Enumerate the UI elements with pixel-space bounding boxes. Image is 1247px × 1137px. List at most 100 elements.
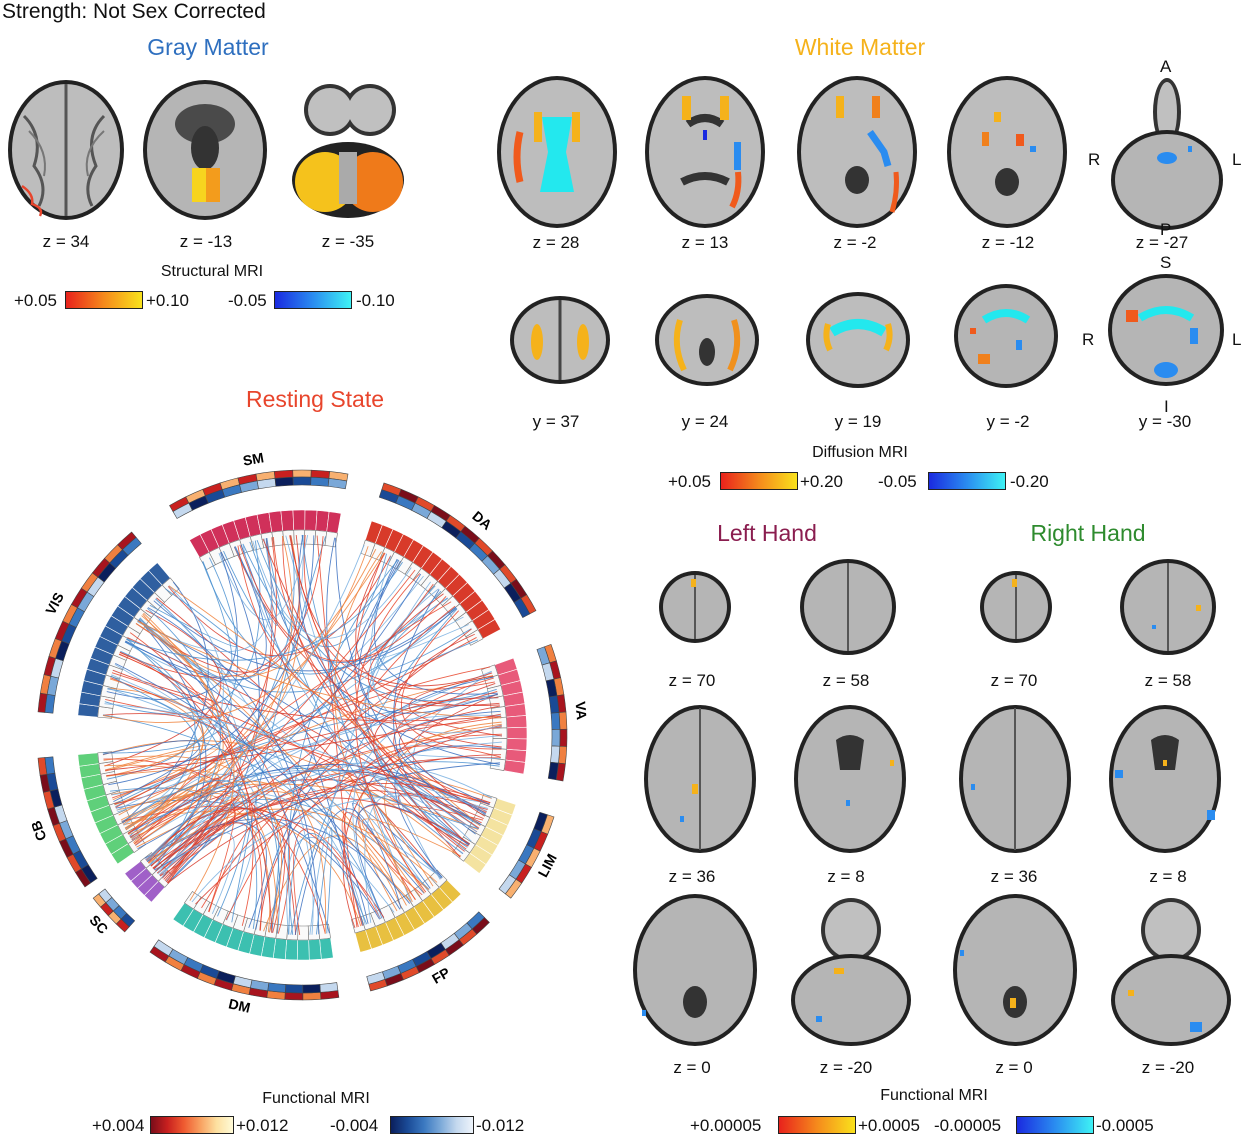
wm-axial-z-12 [947, 76, 1067, 228]
node-label-cell [97, 751, 114, 764]
lh-brain-z-20 [791, 898, 911, 1046]
connection-chord [114, 664, 443, 879]
gm-pos-colorbar [65, 291, 143, 309]
node-cell [503, 759, 526, 775]
wm-orient-i: I [1164, 397, 1169, 416]
outer-ring-cell [498, 874, 517, 895]
outer-ring-cell [98, 888, 113, 903]
connection-chord [361, 818, 462, 891]
node-cell [280, 509, 295, 532]
rs-neg-min: -0.004 [330, 1116, 379, 1135]
connection-chord [252, 541, 412, 639]
connection-chord [288, 832, 368, 935]
wm-coronal-label-3: y = 19 [834, 412, 882, 431]
connection-chord [118, 653, 291, 934]
outer-ring-cell [267, 982, 287, 993]
connection-chord [298, 534, 500, 766]
wm-neg-min: -0.05 [878, 472, 917, 491]
lh-brain-z58 [800, 559, 896, 655]
wm-axial-label-1: z = 28 [532, 233, 580, 252]
outer-ring-cell [366, 971, 386, 985]
connection-chord [167, 761, 500, 884]
connection-chord [225, 605, 456, 921]
outer-ring-cell [153, 939, 174, 957]
connection-chord [384, 721, 502, 894]
connection-chord [154, 762, 501, 871]
network-label-fp: FP [429, 964, 452, 987]
connection-chord [394, 633, 485, 817]
connection-chord [104, 703, 478, 833]
connection-chord [126, 561, 403, 661]
wm-coronal-y37 [510, 296, 610, 384]
connection-chord [150, 569, 416, 867]
connection-chord [124, 641, 369, 924]
wm-pos-max: +0.20 [800, 472, 844, 491]
network-label-da: DA [469, 508, 495, 533]
connection-chord [255, 676, 494, 930]
connection-chord [398, 710, 501, 805]
connection-chord [373, 697, 499, 852]
outer-ring-cell [292, 469, 312, 478]
hand-neg-max: -0.0005 [1096, 1116, 1154, 1135]
gray-matter-title: Gray Matter [147, 34, 269, 60]
wm-axial-label-2: z = 13 [681, 233, 729, 252]
node-cell [308, 938, 322, 961]
gm-brain-z-35 [292, 84, 404, 218]
gm-pos-max: +0.10 [146, 291, 190, 310]
connection-chord [256, 539, 497, 702]
connection-chord [125, 792, 278, 934]
connection-chord [111, 575, 424, 796]
outer-ring-cell [513, 597, 531, 619]
lh-brain-z70 [659, 571, 731, 643]
connection-chord [121, 780, 249, 917]
connection-chord [149, 588, 237, 647]
wm-coronal-label-4: y = -2 [986, 412, 1030, 431]
hand-r1-label-4: z = 58 [1144, 671, 1192, 690]
wm-axial-label-4: z = -12 [981, 233, 1035, 252]
node-cell [292, 509, 306, 531]
gm-neg-colorbar [274, 291, 352, 309]
hand-r3-label-4: z = -20 [1141, 1058, 1195, 1077]
node-cell [506, 738, 528, 752]
rh-brain-z58 [1120, 559, 1216, 655]
outer-ring-cell [550, 712, 561, 730]
rs-pos-min: +0.004 [92, 1116, 145, 1135]
outer-ring-cell [44, 756, 56, 775]
connection-chord [148, 808, 438, 883]
rh-brain-z8 [1109, 705, 1221, 853]
hand-r1-label-3: z = 70 [990, 671, 1038, 690]
chord-group [102, 534, 503, 936]
hand-pos-colorbar [778, 1116, 856, 1134]
connection-chord [352, 697, 499, 920]
connection-chord [123, 585, 224, 826]
connection-chord [110, 675, 479, 830]
hand-neg-colorbar [1016, 1116, 1094, 1134]
network-label-sc: SC [86, 912, 111, 937]
hand-r2-label-2: z = 8 [827, 867, 865, 886]
outer-ring-cell [558, 711, 568, 730]
network-label-va: VA [572, 701, 590, 721]
hand-r3-label-3: z = 0 [995, 1058, 1033, 1077]
connection-chord [158, 832, 235, 914]
node-label-cell [492, 727, 508, 739]
connection-chord [105, 748, 227, 829]
gm-neg-min: -0.05 [228, 291, 267, 310]
connection-chord [309, 581, 431, 935]
rh-brain-z36 [959, 705, 1071, 853]
gm-slice-label-2: z = -13 [179, 232, 233, 251]
node-label-cell [324, 531, 338, 548]
connection-chord [341, 812, 416, 926]
wm-orient-a: A [1160, 57, 1172, 76]
connection-chord [145, 808, 385, 918]
hand-r1-label-1: z = 70 [668, 671, 716, 690]
left-hand-title: Left Hand [717, 520, 817, 546]
hand-neg-min: -0.00005 [934, 1116, 1002, 1135]
outer-ring-cell [292, 476, 312, 486]
connection-chord [115, 662, 401, 910]
hand-r2-label-1: z = 36 [668, 867, 716, 886]
network-label-cb: CB [28, 819, 50, 843]
connection-chord [122, 790, 412, 903]
connection-chord [239, 544, 447, 662]
wm-axial-z28 [497, 76, 617, 228]
